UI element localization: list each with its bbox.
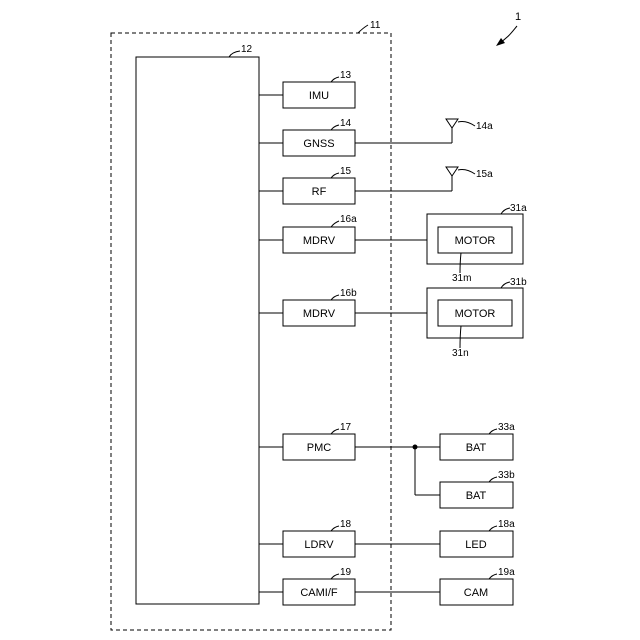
battery-b: BAT 33b (440, 470, 515, 508)
antenna-icon: 15a (446, 167, 493, 180)
mdrv-b-label: MDRV (303, 308, 336, 320)
pmc-label: PMC (307, 442, 332, 454)
motor-unit-b: MOTOR 31b 31n (427, 277, 527, 359)
motor-b-label: MOTOR (455, 308, 496, 320)
camera-ref: 19a (498, 567, 515, 578)
processor-block (136, 57, 259, 604)
mdrv-module-a: MDRV 16a (259, 214, 438, 253)
motor-a-label: MOTOR (455, 235, 496, 247)
controller-ref: 11 (370, 20, 381, 31)
led-label: LED (465, 539, 486, 551)
figure-ref: 1 (515, 11, 521, 23)
figure-arrow (496, 26, 517, 46)
led: LED 18a (440, 519, 515, 557)
imu-ref: 13 (340, 70, 352, 81)
mdrv-b-ref: 16b (340, 288, 357, 299)
rf-module: RF 15 (259, 166, 452, 204)
mdrv-a-label: MDRV (303, 235, 336, 247)
motor-unit-b-ref: 31b (510, 277, 527, 288)
motor-unit-a-ref: 31a (510, 203, 527, 214)
pmc-ref: 17 (340, 422, 352, 433)
antenna-15a-ref: 15a (476, 169, 493, 180)
motor-unit-a: MOTOR 31a 31m (427, 203, 527, 284)
mdrv-a-ref: 16a (340, 214, 357, 225)
gnss-module: GNSS 14 (259, 118, 452, 156)
camif-module: CAMI/F 19 (259, 567, 440, 605)
battery-b-label: BAT (466, 490, 487, 502)
rf-ref: 15 (340, 166, 352, 177)
ldrv-module: LDRV 18 (259, 519, 440, 557)
junction-dot (413, 445, 418, 450)
rf-label: RF (312, 186, 327, 198)
led-ref: 18a (498, 519, 515, 530)
battery-b-ref: 33b (498, 470, 515, 481)
camif-ref: 19 (340, 567, 352, 578)
antenna-icon: 14a (446, 119, 493, 132)
processor-ref: 12 (241, 44, 253, 55)
camera-label: CAM (464, 587, 488, 599)
gnss-label: GNSS (303, 138, 334, 150)
imu-module: IMU 13 (259, 70, 355, 108)
motor-a-ref: 31m (452, 273, 471, 284)
ldrv-ref: 18 (340, 519, 352, 530)
battery-a: BAT 33a (440, 422, 515, 460)
antenna-14a-ref: 14a (476, 121, 493, 132)
camif-label: CAMI/F (300, 587, 338, 599)
mdrv-module-b: MDRV 16b (259, 288, 438, 326)
camera: CAM 19a (440, 567, 515, 605)
gnss-ref: 14 (340, 118, 352, 129)
battery-a-label: BAT (466, 442, 487, 454)
battery-a-ref: 33a (498, 422, 515, 433)
ldrv-label: LDRV (304, 539, 334, 551)
motor-b-ref: 31n (452, 348, 469, 359)
imu-label: IMU (309, 90, 329, 102)
pmc-module: PMC 17 (259, 422, 440, 495)
